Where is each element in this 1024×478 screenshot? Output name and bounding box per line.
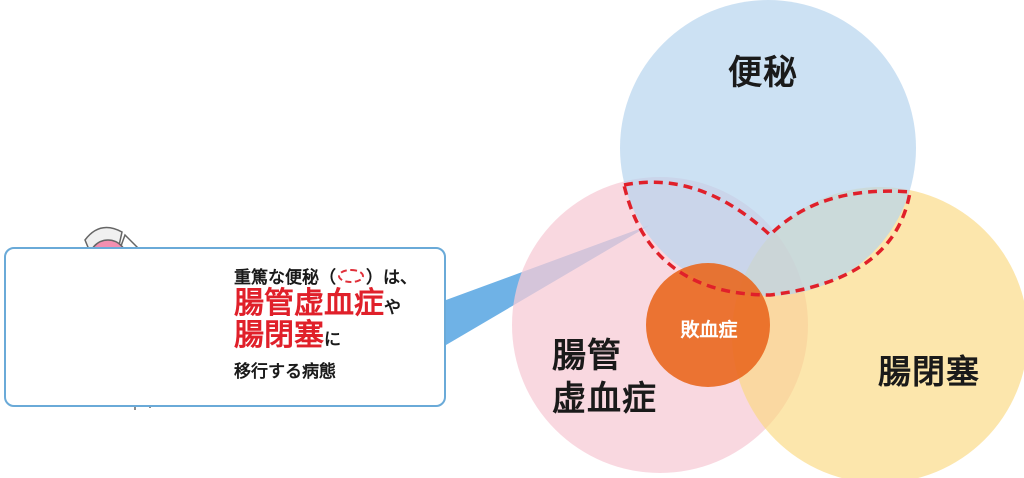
callout-line1-before: 重篤な便秘（ <box>234 268 336 288</box>
callout-box: 重篤な便秘（ ）は、 腸管虚血症や 腸閉塞に 移行する病態 <box>4 247 446 407</box>
label-sepsis: 敗血症 <box>680 319 738 341</box>
callout-text: 重篤な便秘（ ）は、 腸管虚血症や 腸閉塞に 移行する病態 <box>234 263 446 382</box>
label-intestinal-ischemia: 腸管 虚血症 <box>552 335 657 420</box>
term1-suffix: や <box>384 298 401 318</box>
constipation-overlap-outline <box>621 180 913 297</box>
callout-line2: 腸管虚血症や <box>234 288 446 320</box>
dashed-oval-icon <box>338 268 364 283</box>
callout-line1: 重篤な便秘（ ）は、 <box>234 263 446 288</box>
callout-line3: 腸閉塞に <box>234 317 446 353</box>
label-constipation: 便秘 <box>728 53 798 93</box>
label-ischemia-line1: 腸管 <box>552 336 622 376</box>
callout-line4: 移行する病態 <box>234 362 336 382</box>
term-intestinal-ischemia: 腸管虚血症 <box>234 286 384 321</box>
label-bowel-obstruction: 腸閉塞 <box>878 352 980 391</box>
term2-suffix: に <box>324 329 341 350</box>
term-bowel-obstruction: 腸閉塞 <box>234 317 324 353</box>
label-ischemia-line2: 虚血症 <box>552 378 657 419</box>
callout-line1-after: ）は、 <box>366 268 417 288</box>
circle-constipation <box>620 0 916 296</box>
